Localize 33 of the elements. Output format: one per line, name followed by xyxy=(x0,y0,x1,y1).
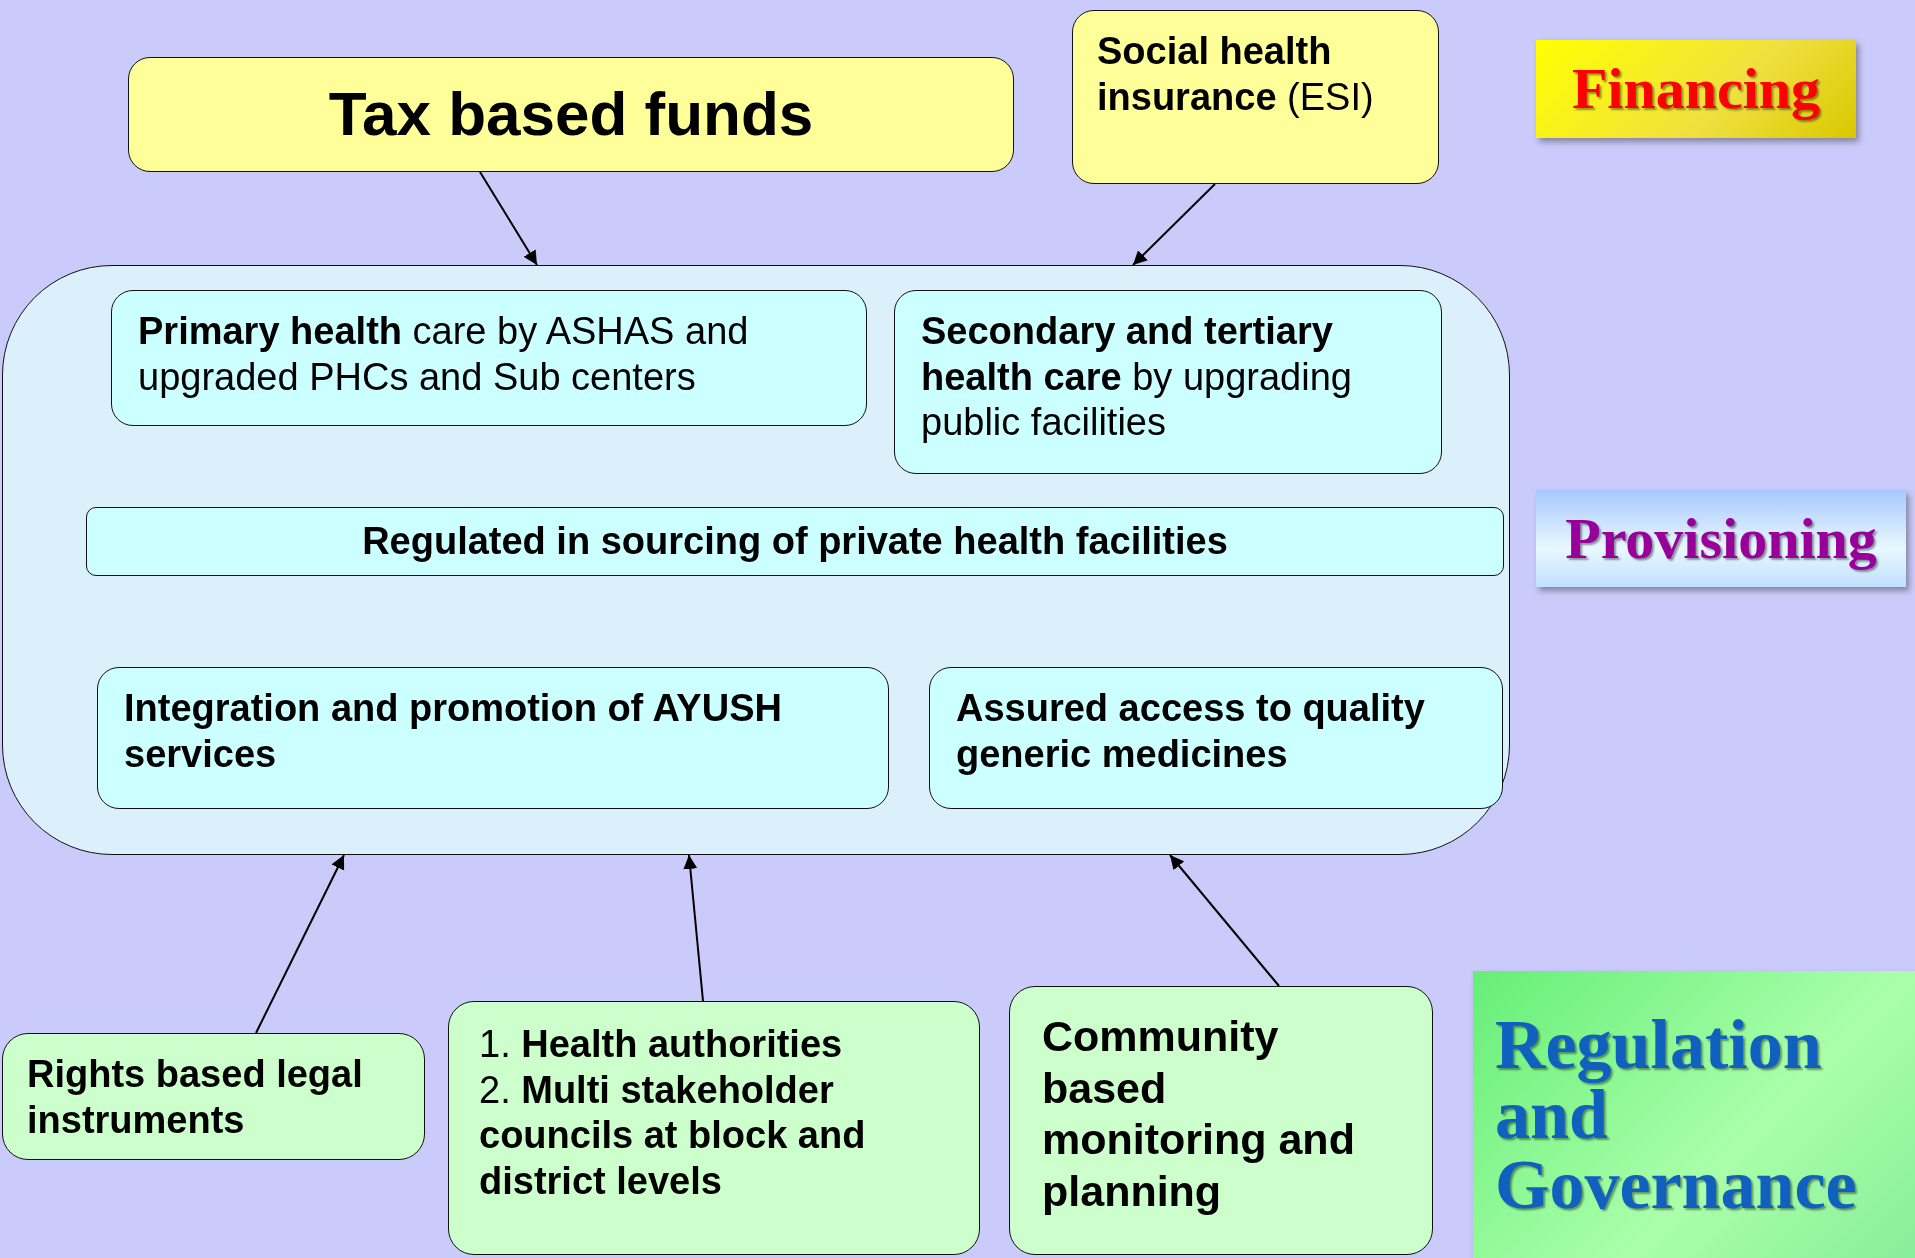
box-text: 1. Health authorities xyxy=(479,1022,844,1067)
box-title: Tax based funds xyxy=(328,78,814,151)
arrow xyxy=(683,854,704,1002)
funding-box xyxy=(1072,10,1439,184)
arrow xyxy=(255,854,345,1034)
governance-box xyxy=(1009,986,1433,1255)
box-text: Rights based legal instruments xyxy=(27,1052,364,1143)
service-box xyxy=(97,667,889,809)
box-text: Regulated in sourcing of private health facilities xyxy=(362,518,1228,564)
service-box xyxy=(86,507,1504,576)
provisioning-container xyxy=(2,265,1510,855)
box-text: Community based monitoring and planning xyxy=(1042,1011,1356,1217)
arrow xyxy=(1132,183,1216,266)
arrow xyxy=(479,171,538,266)
box-text: Primary health care by ASHAS and upgraded PHCs and Sub centers xyxy=(138,309,750,400)
category-label xyxy=(1473,971,1915,1258)
service-box xyxy=(894,290,1442,474)
arrow xyxy=(1169,854,1280,987)
box-text: Social health insurance (ESI) xyxy=(1097,29,1375,120)
category-label xyxy=(1536,40,1856,138)
governance-box xyxy=(448,1001,980,1255)
service-box xyxy=(929,667,1503,809)
funding-box xyxy=(128,57,1014,172)
box-text: 2. Multi stakeholder councils at block and district levels xyxy=(479,1067,867,1204)
box-text: Assured access to quality generic medicines xyxy=(956,686,1426,777)
box-text: Secondary and tertiary health care by upgrading public facilities xyxy=(921,309,1353,446)
governance-box xyxy=(2,1033,425,1160)
category-title: Provisioning xyxy=(1564,509,1878,568)
category-label xyxy=(1536,490,1906,587)
service-box xyxy=(111,290,867,426)
box-text: Integration and promotion of AYUSH services xyxy=(124,686,783,777)
category-title: Regulation and Governance xyxy=(1495,1009,1858,1220)
category-title: Financing xyxy=(1570,60,1822,118)
